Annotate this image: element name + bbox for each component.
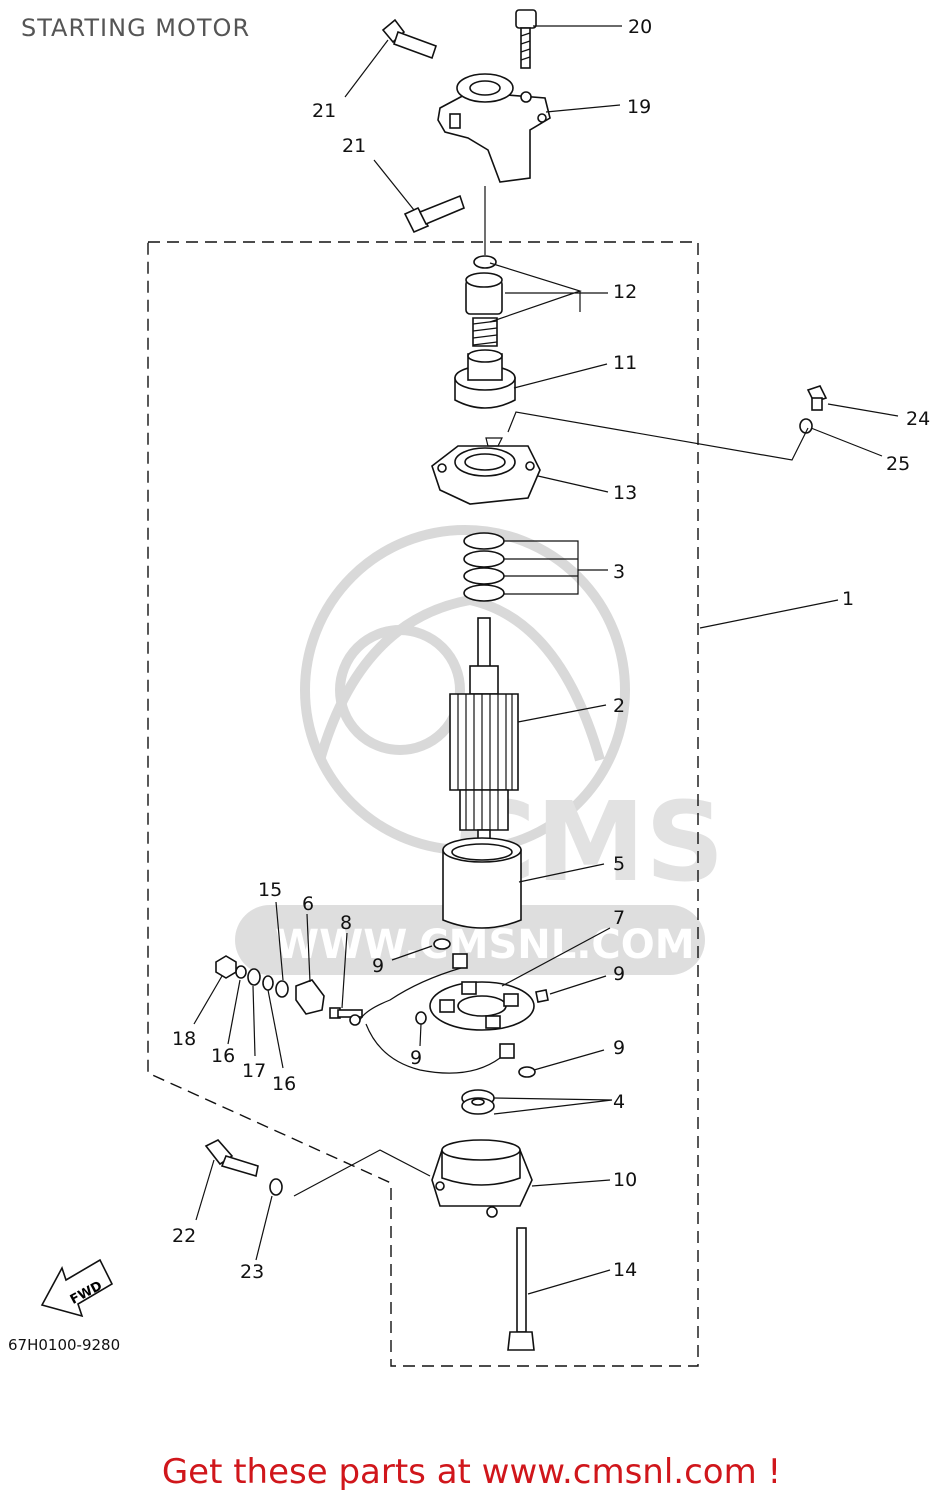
callout-10: 10: [613, 1169, 637, 1191]
assembly-boundary: [147, 241, 699, 1367]
callout-7: 7: [613, 907, 625, 929]
part-11-pinion: [454, 349, 516, 409]
callout-20: 20: [628, 16, 652, 38]
callout-19: 19: [627, 96, 651, 118]
callout-1: 1: [842, 588, 854, 610]
watermark-url: WWW.CMSNL.COM: [275, 922, 695, 968]
part-13-housing: [431, 437, 541, 505]
part-10-end-cover: [431, 1139, 533, 1218]
page-title: STARTING MOTOR: [21, 14, 251, 42]
callout-17: 17: [242, 1060, 266, 1082]
leader-lines: [193, 25, 899, 1295]
footer-promo[interactable]: Get these parts at www.cmsnl.com !: [161, 1452, 782, 1492]
callout-4: 4: [613, 1091, 625, 1113]
part-5-yoke: [442, 837, 522, 929]
part-2-armature: [449, 617, 519, 849]
callout-16: 16: [211, 1045, 235, 1067]
callout-9: 9: [613, 1037, 625, 1059]
part-8-terminal: [329, 1007, 363, 1026]
part-9-brushes: [359, 938, 549, 1078]
callout-9: 9: [613, 963, 625, 985]
callout-24: 24: [906, 408, 930, 430]
callout-15: 15: [258, 879, 282, 901]
part-7-brush-holder: [429, 981, 535, 1031]
part-19-bracket: [437, 73, 551, 183]
callout-16: 16: [272, 1073, 296, 1095]
callout-13: 13: [613, 482, 637, 504]
diagram-code: 67H0100-9280: [8, 1336, 120, 1354]
part-12-set: [465, 255, 503, 347]
part-3-washers: [463, 532, 505, 602]
callout-6: 6: [302, 893, 314, 915]
callout-9: 9: [372, 955, 384, 977]
callout-12: 12: [613, 281, 637, 303]
part-4-washer: [461, 1089, 495, 1115]
callout-11: 11: [613, 352, 637, 374]
part-6-insulator: [295, 979, 325, 1015]
callout-labels: 20 21 19 21 12 11 24 25 13 3 1 2 5 15 6 …: [172, 16, 930, 1283]
callout-21: 21: [312, 100, 336, 122]
part-21-bolt-upper: [381, 18, 438, 60]
callout-8: 8: [340, 912, 352, 934]
part-15-18-hardware: [215, 955, 289, 998]
callout-22: 22: [172, 1225, 196, 1247]
part-20-bolt: [515, 9, 537, 69]
part-14-through-bolt: [507, 1227, 535, 1351]
callout-14: 14: [613, 1259, 637, 1281]
part-21-bolt-lower: [403, 194, 465, 234]
part-22-bolt: [204, 1139, 259, 1178]
callout-2: 2: [613, 695, 625, 717]
callout-5: 5: [613, 853, 625, 875]
fwd-arrow-icon: FWD: [40, 1258, 114, 1318]
callout-23: 23: [240, 1261, 264, 1283]
callout-9: 9: [410, 1047, 422, 1069]
callout-18: 18: [172, 1028, 196, 1050]
part-23-washer: [269, 1178, 283, 1196]
callout-21: 21: [342, 135, 366, 157]
callout-25: 25: [886, 453, 910, 475]
part-24-bolt: [806, 385, 828, 411]
callout-3: 3: [613, 561, 625, 583]
